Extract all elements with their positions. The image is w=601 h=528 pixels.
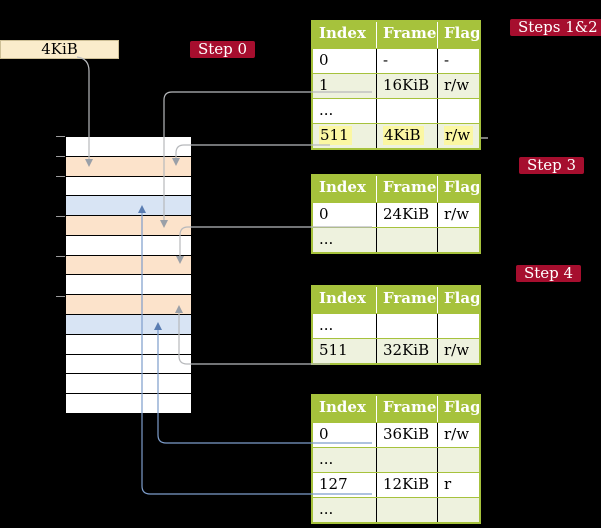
cell-frame — [376, 498, 437, 522]
table-row: 0 36KiB r/w — [313, 422, 479, 447]
highlight-text: r/w — [444, 126, 474, 145]
table-row: ... — [313, 497, 479, 522]
table-row: 127 12KiB r — [313, 472, 479, 497]
physical-memory-column — [65, 136, 192, 414]
memory-tick — [56, 176, 65, 177]
cell-index: 0 — [319, 51, 329, 69]
cell-index: 511 — [313, 124, 376, 148]
header-index: Index — [319, 24, 366, 42]
step-4-label: Step 4 — [516, 265, 582, 282]
cell-index: ... — [319, 101, 334, 119]
memory-frame-row — [66, 333, 191, 354]
memory-frame-row — [66, 215, 191, 235]
cell-frame: 12KiB — [376, 473, 437, 497]
cell-flags: r/w — [437, 423, 479, 447]
memory-frame-row — [66, 195, 191, 216]
table-row: 1 16KiB r/w — [313, 73, 479, 98]
cell-frame: 16KiB — [376, 74, 437, 98]
table-header-row: Index Frame Flags — [313, 287, 479, 313]
cell-index: 0 — [319, 205, 329, 223]
step-3-label: Step 3 — [519, 157, 585, 174]
cell-flags: r/w — [437, 339, 479, 363]
step-0-label: Step 0 — [190, 41, 256, 58]
memory-tick — [56, 256, 65, 257]
table-header-row: Index Frame Flags — [313, 22, 479, 48]
header-index: Index — [319, 289, 366, 307]
memory-frame-row — [66, 175, 191, 196]
table-row-highlighted: 511 4KiB r/w — [313, 123, 479, 148]
header-flags: Flags — [437, 287, 479, 313]
table-header-row: Index Frame Flags — [313, 176, 479, 202]
memory-frame-row — [66, 137, 191, 156]
header-frame: Frame — [376, 287, 437, 313]
memory-frame-row — [66, 393, 191, 413]
cell-frame — [376, 228, 437, 252]
table-header-row: Index Frame Flags — [313, 396, 479, 422]
arrow-table1-entry511-to-4kib-frame — [172, 144, 330, 166]
header-index: Index — [319, 398, 366, 416]
cell-frame: 32KiB — [376, 339, 437, 363]
cell-frame — [376, 448, 437, 472]
memory-frame-row — [66, 353, 191, 374]
highlight-text: 511 — [319, 126, 352, 145]
header-frame: Frame — [376, 22, 437, 48]
cell-index: ... — [319, 316, 334, 334]
table-row: 0 24KiB r/w — [313, 202, 479, 227]
cell-frame: 24KiB — [376, 203, 437, 227]
memory-frame-row — [66, 373, 191, 394]
cell-flags — [437, 99, 479, 123]
cell-frame — [376, 99, 437, 123]
table-row: 511 32KiB r/w — [313, 338, 479, 363]
cell-flags — [437, 228, 479, 252]
highlight-text: 4KiB — [383, 126, 424, 145]
arrow-table3-entry511-to-32kib-frame — [175, 305, 330, 365]
table-row: ... — [313, 227, 479, 252]
page-table-1: Index Frame Flags 0 - - 1 16KiB r/w ... … — [311, 20, 481, 150]
memory-frame-row — [66, 155, 191, 176]
cell-flags: r — [437, 473, 479, 497]
cell-frame — [376, 314, 437, 338]
memory-tick — [56, 216, 65, 217]
cell-flags: r/w — [437, 203, 479, 227]
cell-index: ... — [319, 450, 334, 468]
memory-tick — [56, 296, 65, 297]
cell-flags — [437, 448, 479, 472]
cell-frame: - — [376, 49, 437, 73]
cell-frame: 36KiB — [376, 423, 437, 447]
cell-index: 511 — [319, 341, 348, 359]
cell-flags: - — [437, 49, 479, 73]
table-row: ... — [313, 313, 479, 338]
cell-flags — [437, 498, 479, 522]
cell-flags — [437, 314, 479, 338]
table-row: ... — [313, 98, 479, 123]
memory-tick — [56, 156, 65, 157]
memory-frame-row — [66, 254, 191, 275]
cell-index: 127 — [319, 475, 348, 493]
header-flags: Flags — [437, 22, 479, 48]
header-flags: Flags — [437, 176, 479, 202]
header-frame: Frame — [376, 176, 437, 202]
table-row: 0 - - — [313, 48, 479, 73]
cell-frame: 4KiB — [376, 124, 437, 148]
table-row: ... — [313, 447, 479, 472]
memory-frame-row — [66, 274, 191, 295]
header-index: Index — [319, 178, 366, 196]
page-table-4: Index Frame Flags 0 36KiB r/w ... 127 12… — [311, 394, 481, 524]
cell-index: 1 — [319, 76, 329, 94]
cell-index: ... — [319, 230, 334, 248]
header-flags: Flags — [437, 396, 479, 422]
cell-index: ... — [319, 500, 334, 518]
memory-tick — [56, 136, 65, 137]
cell-flags: r/w — [437, 74, 479, 98]
root-pointer-box: 4KiB — [0, 40, 119, 59]
memory-frame-row — [66, 314, 191, 334]
cell-flags: r/w — [437, 124, 479, 148]
page-table-2: Index Frame Flags 0 24KiB r/w ... — [311, 174, 481, 254]
cell-index: 0 — [319, 425, 329, 443]
page-table-3: Index Frame Flags ... 511 32KiB r/w — [311, 285, 481, 365]
steps-1-2-label: Steps 1&2 — [510, 19, 601, 36]
header-frame: Frame — [376, 396, 437, 422]
memory-frame-row — [66, 294, 191, 315]
memory-frame-row — [66, 234, 191, 255]
